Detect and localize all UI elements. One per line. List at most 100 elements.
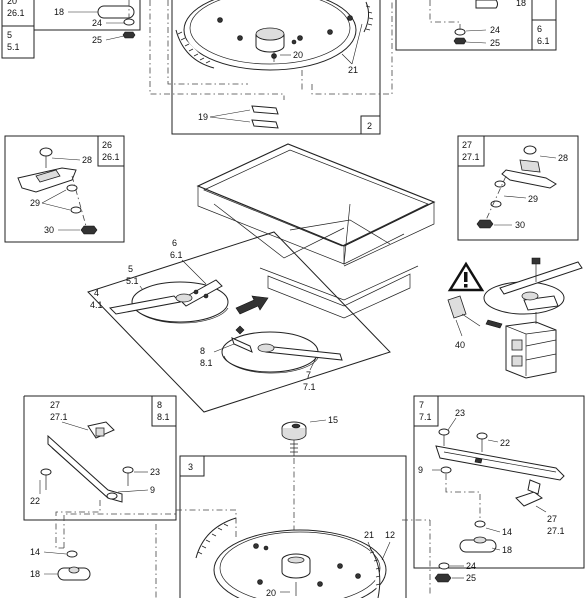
label-25: 25	[92, 35, 102, 45]
label-24-br: 24	[466, 561, 476, 571]
label-8: 8	[157, 400, 162, 410]
label-7-center: 7	[306, 370, 311, 380]
label-5: 5	[7, 30, 12, 40]
label-9-br: 9	[418, 465, 423, 475]
label-3: 3	[188, 462, 193, 472]
label-4-1: 4.1	[90, 300, 103, 310]
nut-30-left	[80, 225, 98, 235]
warning-detail: 40	[447, 257, 583, 379]
label-2: 2	[367, 121, 372, 131]
label-30-right: 30	[515, 220, 525, 230]
label-40: 40	[455, 340, 465, 350]
bolt-head-28	[39, 147, 53, 157]
vane-right-top	[363, 1, 370, 33]
label-23-bl: 23	[150, 467, 160, 477]
label-7-1: 7.1	[419, 412, 432, 422]
label-14-br: 14	[502, 527, 512, 537]
box-8-bottom-left: 8 8.1 27 27.1 23 22 9	[23, 395, 177, 549]
washer-14-br	[474, 520, 486, 528]
paddle-tip-28-right	[501, 169, 557, 189]
bolt-head-28-right	[523, 145, 537, 155]
label-5-1-center: 5.1	[126, 276, 139, 286]
bolt-22-bl	[40, 468, 52, 476]
label-9-bl: 9	[150, 485, 155, 495]
label-29-left: 29	[30, 198, 40, 208]
box-2-top-center: 2 20 21 19	[149, 0, 393, 135]
label-26: 26	[102, 140, 112, 150]
label-23-br: 23	[455, 408, 465, 418]
washer-29-b	[70, 206, 82, 214]
paddle-8	[47, 434, 123, 503]
label-6: 6	[537, 24, 542, 34]
nut-9-br	[440, 466, 452, 474]
label-19: 19	[198, 112, 208, 122]
label-25-tr: 25	[490, 38, 500, 48]
label-18: 18	[54, 7, 64, 17]
label-25-br: 25	[466, 573, 476, 583]
label-29-right: 29	[528, 194, 538, 204]
label-5-center: 5	[128, 264, 133, 274]
vane-right-bottom	[369, 547, 381, 598]
label-18-bl: 18	[30, 569, 40, 579]
label-28-right: 28	[558, 153, 568, 163]
label-8-center: 8	[200, 346, 205, 356]
bolt-22-br	[476, 432, 488, 440]
label-7-1-center: 7.1	[303, 382, 316, 392]
paddle-tip-27-br	[515, 491, 543, 507]
label-18-tr: 18	[516, 0, 526, 8]
label-20-bottom: 20	[266, 588, 276, 598]
box-5-top-left: 20 26.1 5 5.1 18 24 25	[1, 0, 141, 59]
bracket-18-bl	[57, 567, 91, 581]
label-6-1-center: 6.1	[170, 250, 183, 260]
bolt-23-bl	[122, 466, 134, 474]
tool-40	[447, 295, 467, 319]
label-12-bottom: 12	[385, 530, 395, 540]
box-27-right: 27 27.1 28 29 30	[457, 135, 579, 241]
nut-9-bl	[106, 492, 118, 500]
label-8-1: 8.1	[157, 412, 170, 422]
vane-left-top	[175, 29, 215, 69]
label-6-1: 6.1	[537, 36, 550, 46]
bracket-18-part	[97, 5, 135, 19]
nut-30-right	[476, 219, 494, 229]
part-15-bolt: 15	[281, 415, 338, 548]
label-6-center: 6	[172, 238, 177, 248]
clip-19-b	[251, 119, 279, 129]
bl-fasteners: 14 18	[30, 524, 157, 598]
washer-14-bl	[66, 550, 78, 558]
nut-25-tr	[453, 37, 467, 45]
label-30-left: 30	[44, 225, 54, 235]
disc-hub-bottom	[287, 556, 305, 564]
label-7: 7	[419, 400, 424, 410]
label-27: 27	[462, 140, 472, 150]
label-27-1-br: 27.1	[547, 526, 565, 536]
label-24: 24	[92, 18, 102, 28]
washer-29-a	[66, 184, 78, 192]
vane-8-right	[231, 337, 253, 353]
washer-24	[123, 18, 135, 26]
hopper-frame	[196, 143, 436, 319]
bracket-18-part-tr	[475, 0, 498, 9]
label-21-top: 21	[348, 65, 358, 75]
washer-29-right-a	[494, 180, 506, 188]
box-26-left: 26 26.1 28 29 30	[4, 135, 125, 243]
label-27-1-bl: 27.1	[50, 412, 68, 422]
label-4: 4	[94, 288, 99, 298]
label-20-top: 20	[293, 50, 303, 60]
washer-29-right-b	[490, 200, 502, 208]
label-22-br: 22	[500, 438, 510, 448]
label-5-1: 5.1	[7, 42, 20, 52]
box-3-bottom-center: 3 21 12 20	[63, 455, 430, 598]
disc-assembly-panel: 4 4.1 5 5.1 6 6.1 8 8.1 7 7.1	[87, 231, 391, 413]
box-7-bottom-right: 7 7.1 23 22 9 27 27.1 14 18	[413, 395, 585, 596]
label-14-bl: 14	[30, 547, 40, 557]
box-6-top-right: 6 6.1 18 24 25	[395, 0, 557, 51]
disc-hub-top	[255, 27, 285, 41]
label-18-br: 18	[502, 545, 512, 555]
label-28-left: 28	[82, 155, 92, 165]
nut-25	[122, 31, 136, 39]
paddle-7	[435, 445, 565, 481]
label-26-1: 26.1	[102, 152, 120, 162]
label-27-bl: 27	[50, 400, 60, 410]
label-8-1-center: 8.1	[200, 358, 213, 368]
